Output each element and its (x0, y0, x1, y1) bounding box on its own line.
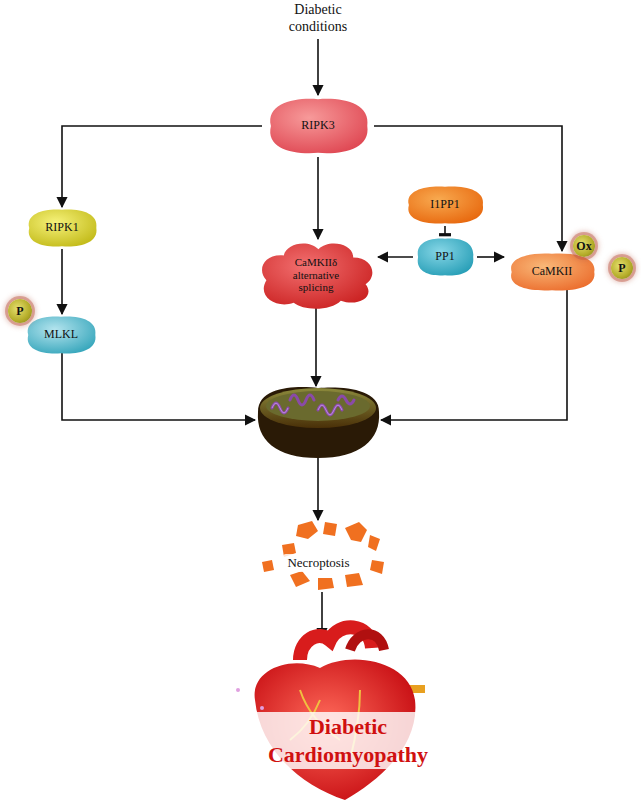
mitochondrion (258, 387, 379, 458)
arrow-connector (62, 126, 262, 207)
protein-blob: CaMKIIδ alternative splicing (254, 239, 378, 311)
blob-fill (418, 239, 474, 276)
node-text: I1PP1 (430, 198, 459, 212)
protein-blob: RIPK1 (23, 207, 101, 249)
protein-blob: CaMKII (504, 251, 600, 293)
node-text: RIPK3 (301, 119, 334, 133)
pathway-lines (62, 285, 567, 638)
cell-fragments (262, 521, 384, 590)
protein-blob: MLKL (22, 314, 100, 356)
blob-fill (408, 187, 483, 224)
arrow-connector (61, 249, 63, 314)
protein-blob: RIPK3 (262, 95, 374, 157)
annotation-label: Necroptosis (283, 554, 354, 572)
phospho-mark: P (8, 299, 32, 323)
input-text-node: Diabetic conditions (262, 0, 374, 39)
blob-fill (29, 210, 97, 247)
inhibition-connector (444, 226, 446, 236)
annotation-label: Diabetic Cardiomyopathy (248, 712, 448, 769)
node-text: Diabetic conditions (268, 2, 368, 34)
blob-fill (511, 254, 594, 291)
arrow-connector (374, 126, 562, 251)
arrow-connector (317, 39, 319, 95)
protein-blob: PP1 (413, 236, 477, 278)
blob-fill (28, 317, 96, 354)
node-text: RIPK1 (45, 221, 78, 235)
phospho-mark: Ox (573, 235, 595, 257)
phospho-mark: P (611, 257, 633, 279)
protein-blob: I1PP1 (402, 184, 488, 226)
node-text: CaMKIIδ alternative splicing (278, 256, 354, 294)
arrow-connector (378, 256, 413, 258)
node-text: MLKL (44, 328, 78, 342)
node-text: PP1 (435, 250, 454, 264)
blob-fill (262, 243, 372, 308)
node-text: CaMKII (532, 265, 573, 279)
arrow-connector (477, 256, 504, 258)
blob-fill (270, 99, 367, 153)
arrow-connector (317, 157, 319, 239)
